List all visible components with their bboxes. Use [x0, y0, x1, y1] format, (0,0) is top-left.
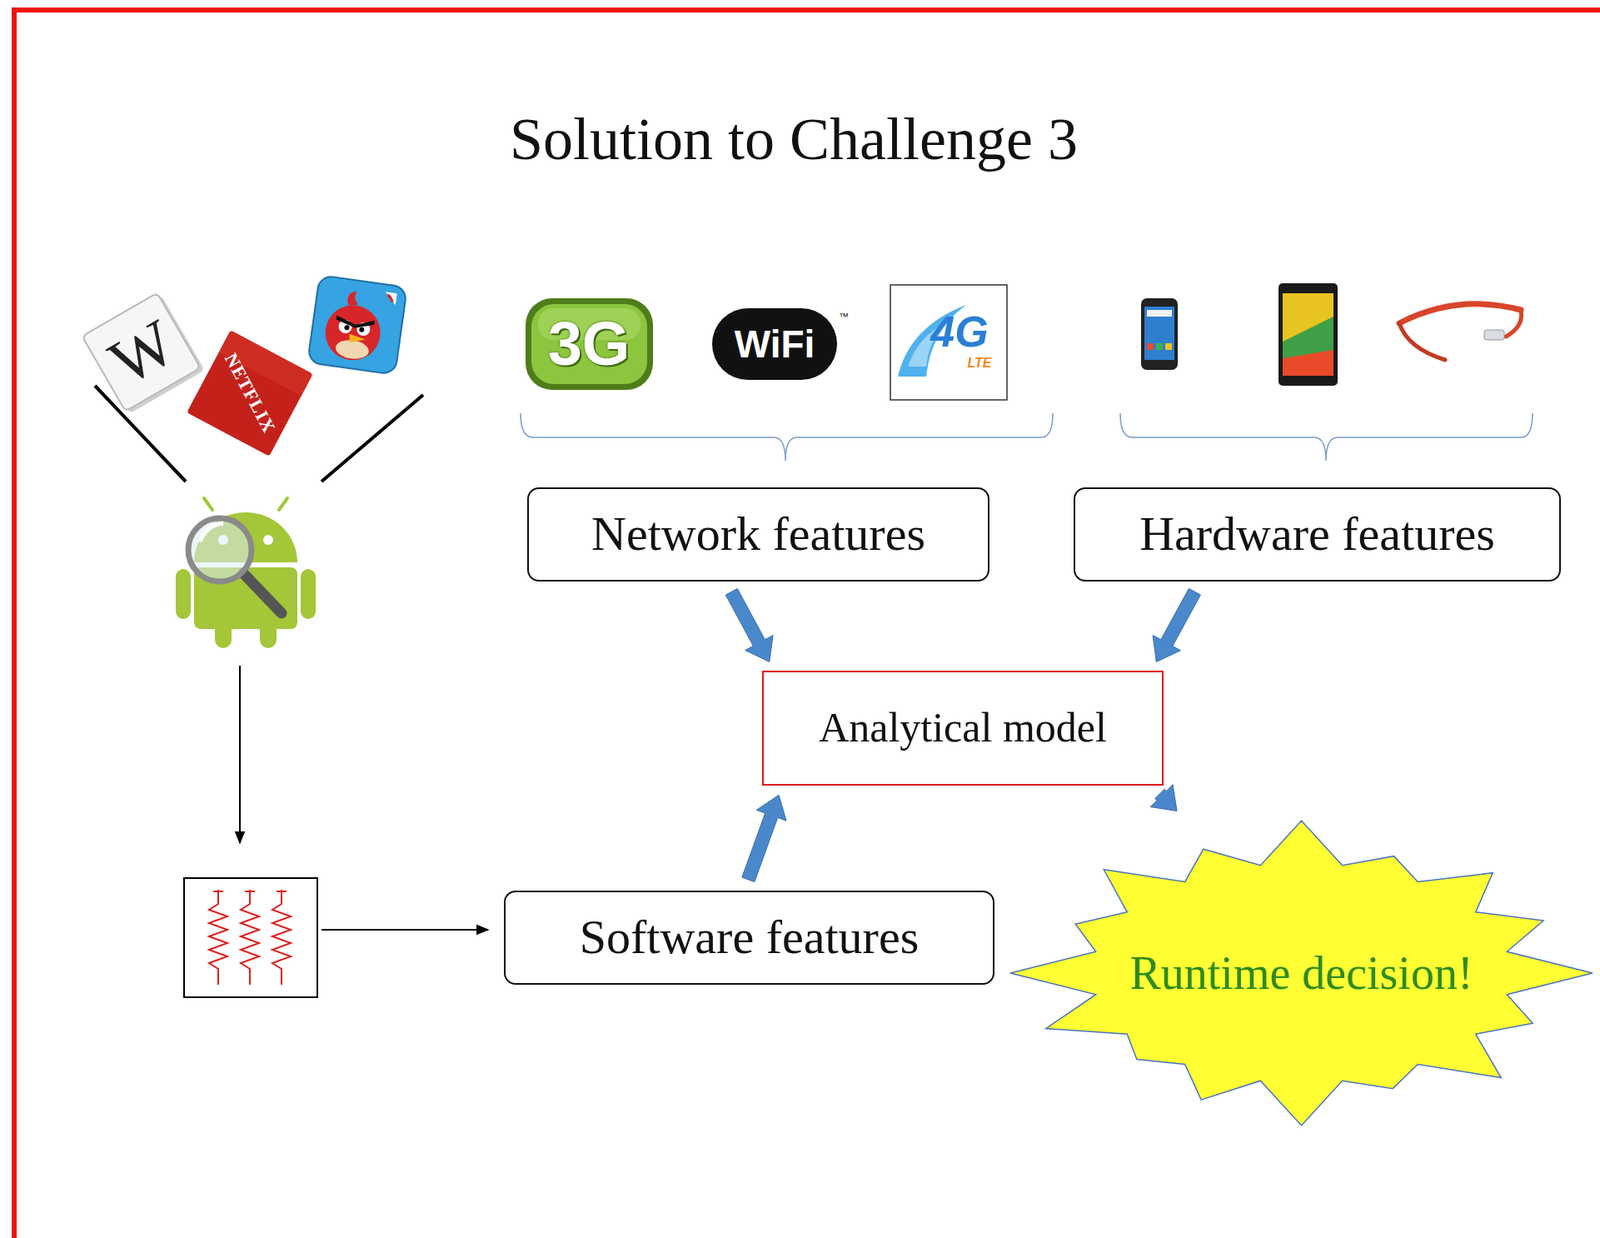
tablet-icon — [1278, 283, 1338, 386]
model-box: Analytical model — [762, 670, 1164, 786]
decision-starburst: Runtime decision! — [1007, 817, 1596, 1128]
android-inspector-icon — [214, 616, 232, 648]
angry-birds-icon — [335, 314, 375, 330]
smart-glasses-icon — [1399, 304, 1521, 324]
android-inspector-icon — [279, 498, 288, 510]
wifi-icon — [712, 308, 838, 380]
slide-frame — [11, 7, 1600, 1238]
icon-logo-text: LTE — [966, 356, 992, 370]
android-inspector-icon — [199, 523, 224, 542]
feature-box: Network features — [527, 487, 990, 582]
angry-birds-icon — [383, 291, 398, 305]
android-inspector-icon — [243, 573, 282, 614]
phone-icon — [1141, 298, 1178, 370]
smart-glasses-icon — [1484, 329, 1505, 340]
android-inspector-icon — [204, 498, 213, 510]
tablet-icon — [1282, 316, 1334, 376]
phone-icon — [1144, 306, 1175, 360]
smart-glasses-icon — [1505, 309, 1522, 337]
3g-icon — [531, 304, 648, 384]
3g-icon — [525, 298, 653, 390]
tablet-icon — [1278, 283, 1338, 386]
icon-logo-text: 4G — [930, 309, 988, 354]
feature-box: Hardware features — [1073, 487, 1561, 582]
android-inspector-icon — [188, 518, 252, 582]
phone-icon — [1141, 298, 1178, 370]
trademark-mark: ™ — [838, 311, 849, 322]
android-inspector-icon — [263, 534, 274, 545]
phone-icon — [1165, 343, 1172, 350]
icon-letter: W — [99, 309, 186, 396]
leader-line — [321, 394, 424, 482]
leader-line — [94, 385, 186, 482]
trace-waveform-box — [240, 889, 260, 985]
flow-arrow — [321, 928, 489, 931]
trace-waveform-box — [244, 890, 255, 893]
trace-waveform-box — [209, 889, 228, 985]
phone-icon — [1146, 309, 1172, 317]
group-bracket — [1120, 413, 1533, 461]
angry-birds-icon — [307, 274, 408, 375]
phone-icon — [1146, 343, 1154, 350]
block-arrow — [742, 794, 787, 882]
angry-birds-icon — [348, 333, 366, 345]
trace-waveform-box — [184, 877, 318, 997]
phone-icon — [1156, 343, 1163, 350]
node-text: Network features — [591, 506, 926, 563]
4g-lte-icon — [890, 284, 1007, 400]
angry-birds-icon — [386, 294, 394, 303]
wikipedia-icon — [82, 291, 205, 415]
netflix-icon — [186, 329, 313, 456]
4g-lte-icon — [890, 284, 1007, 400]
node-text: Software features — [579, 909, 919, 966]
tablet-icon — [1282, 293, 1334, 376]
icon-logo-text: NETFLIX — [221, 350, 280, 437]
wifi-icon — [712, 308, 838, 380]
block-arrow — [725, 588, 773, 663]
group-bracket — [520, 413, 1053, 461]
netflix-icon — [186, 329, 313, 456]
smart-glasses-icon — [1399, 304, 1522, 360]
icon-logo-text: 3G — [548, 313, 631, 375]
block-arrow — [1152, 588, 1201, 662]
block-arrow — [1150, 784, 1177, 812]
feature-box: Software features — [503, 890, 995, 985]
angry-birds-icon — [307, 274, 408, 375]
angry-birds-icon — [358, 326, 365, 333]
android-inspector-icon — [175, 568, 191, 619]
android-inspector-icon — [175, 498, 316, 648]
node-text: Analytical model — [818, 703, 1107, 753]
angry-birds-icon — [343, 324, 350, 331]
android-inspector-icon — [259, 616, 277, 648]
node-text: Hardware features — [1139, 506, 1496, 563]
android-inspector-icon — [300, 568, 316, 619]
slide-frame — [11, 7, 1600, 13]
tablet-icon — [1282, 349, 1334, 376]
wikipedia-icon — [82, 293, 201, 412]
node-text: Runtime decision! — [1129, 946, 1473, 1000]
trace-waveform-box — [272, 889, 291, 985]
angry-birds-icon — [321, 301, 384, 364]
trace-waveform-box — [184, 877, 318, 997]
3g-icon — [525, 298, 653, 390]
slide-frame — [11, 7, 17, 1238]
angry-birds-icon — [346, 289, 360, 307]
icon-logo-text: WiFi — [734, 324, 816, 364]
starburst-shape — [1010, 820, 1593, 1126]
smart-glasses-icon — [1399, 323, 1446, 360]
flow-arrow — [239, 665, 241, 843]
trace-waveform-box — [276, 890, 287, 893]
trace-waveform-box — [213, 890, 224, 893]
slide-title: Solution to Challenge 3 — [509, 106, 1078, 173]
